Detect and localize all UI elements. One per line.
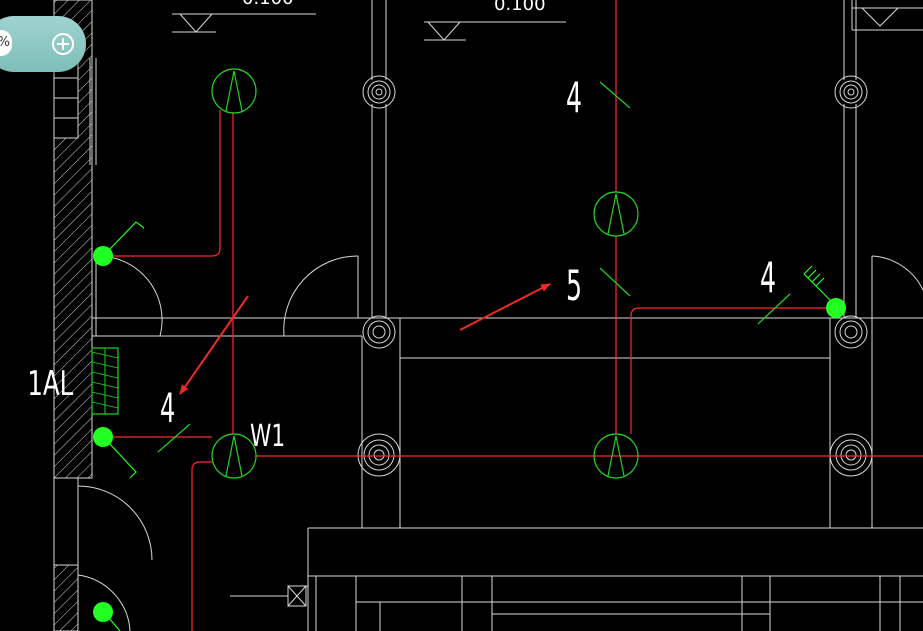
- zoom-in-button[interactable]: [50, 31, 76, 57]
- circuit-label: W1: [250, 420, 285, 454]
- light-fixtures: [211, 68, 639, 479]
- distribution-panel[interactable]: [91, 347, 119, 415]
- switch-icon[interactable]: [93, 427, 137, 479]
- light-fixture-icon[interactable]: [211, 68, 257, 114]
- wire-count-ticks: [157, 81, 791, 453]
- annotation-arrows: [179, 283, 551, 395]
- column-marker: [834, 315, 868, 349]
- level-mark-right-value: 0.100: [494, 0, 546, 15]
- left-wall: [53, 0, 97, 631]
- wire-count-right: 4: [760, 254, 776, 303]
- plus-circle-icon: [52, 33, 74, 55]
- wire-count-middle: 5: [566, 262, 582, 311]
- level-mark-left-value: 0.100: [242, 0, 294, 9]
- light-fixture-icon[interactable]: [593, 191, 639, 237]
- column-marker: [834, 75, 868, 109]
- structural-columns: [357, 75, 873, 477]
- switches: [93, 221, 846, 631]
- column-marker: [362, 75, 396, 109]
- wire-count-top: 4: [566, 74, 582, 123]
- architecture-lines: [78, 0, 923, 631]
- level-marks: [172, 7, 923, 41]
- switch-icon[interactable]: [803, 265, 846, 318]
- door-swings: [77, 255, 923, 631]
- zoom-percent-button[interactable]: %: [0, 30, 12, 56]
- switch-icon[interactable]: [93, 602, 121, 631]
- light-fixture-icon[interactable]: [593, 433, 639, 479]
- column-marker: [362, 315, 396, 349]
- wiring: [103, 0, 923, 631]
- wire-count-lower-left: 4: [160, 384, 175, 431]
- zoom-control: [0, 16, 86, 72]
- panel-label: 1AL: [27, 364, 73, 403]
- switch-icon[interactable]: [93, 221, 145, 266]
- column-marker: [829, 433, 873, 477]
- light-fixture-icon[interactable]: [211, 433, 257, 479]
- column-marker: [357, 433, 401, 477]
